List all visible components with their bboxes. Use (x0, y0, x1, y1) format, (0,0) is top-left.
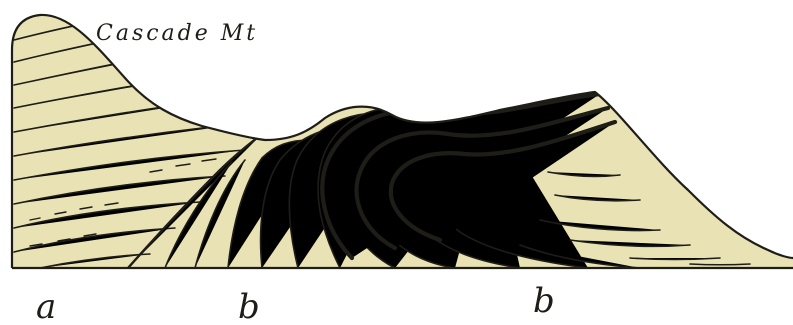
point-label-b-left: b (238, 287, 260, 325)
diagram-title: Cascade Mt (96, 21, 258, 46)
point-label-a: a (36, 287, 56, 325)
point-label-b-right: b (533, 281, 555, 321)
